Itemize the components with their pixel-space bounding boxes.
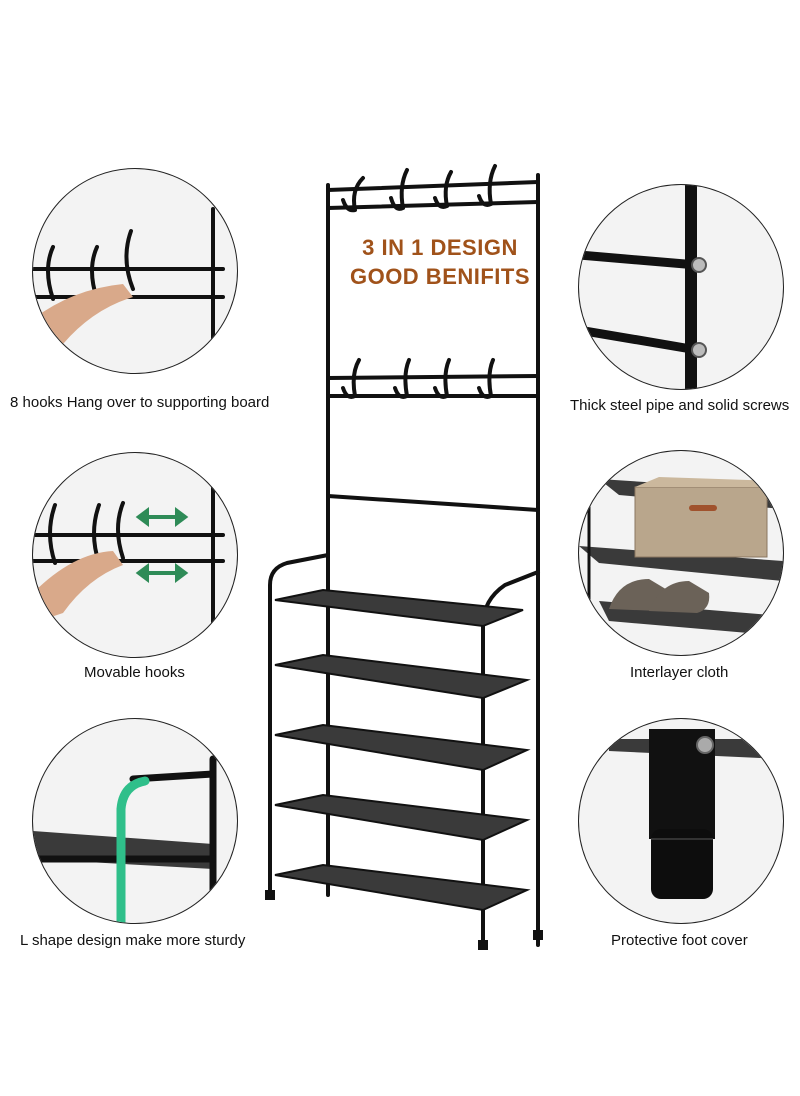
foot-cover-icon <box>609 729 783 899</box>
feature-caption-hooks: 8 hooks Hang over to supporting board <box>10 394 270 411</box>
l-shape-detail-circle <box>32 718 238 924</box>
steel-pipe-screws-icon <box>579 185 707 389</box>
hooks-hand-icon <box>33 207 225 373</box>
headline-line-2: GOOD BENIFITS <box>349 264 531 289</box>
shoe-rack-product-image <box>265 164 543 950</box>
feature-caption-foot-cover: Protective foot cover <box>611 932 748 949</box>
feature-caption-interlayer-cloth: Interlayer cloth <box>630 664 729 681</box>
movable-hooks-icon <box>33 481 225 657</box>
steel-pipe-detail-circle <box>578 184 784 390</box>
interlayer-cloth-icon <box>579 477 783 655</box>
movable-hooks-detail-circle <box>32 452 238 658</box>
foot-cover-detail-circle <box>578 718 784 924</box>
l-shape-corner-icon <box>33 755 217 923</box>
interlayer-cloth-detail-circle <box>578 450 784 656</box>
feature-caption-movable-hooks: Movable hooks <box>84 664 185 681</box>
hooks-detail-circle <box>32 168 238 374</box>
feature-caption-l-shape: L shape design make more sturdy <box>20 932 246 949</box>
headline-line-1: 3 IN 1 DESIGN <box>362 235 518 260</box>
feature-caption-steel-pipe: Thick steel pipe and solid screws <box>570 397 790 414</box>
